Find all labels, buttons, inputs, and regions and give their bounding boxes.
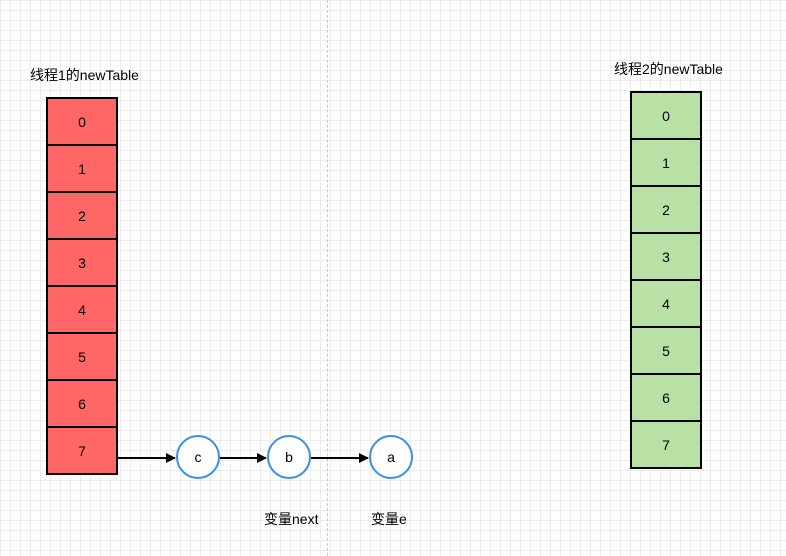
node-b: b [267,435,311,479]
table2-cell: 2 [630,185,702,234]
table1-cell: 6 [46,379,118,428]
node-c: c [176,435,220,479]
table2-cell: 6 [630,373,702,422]
table1-cell: 1 [46,144,118,193]
table2-cell: 4 [630,279,702,328]
table1-cell: 0 [46,97,118,146]
table1-cell: 3 [46,238,118,287]
table2-cell: 7 [630,420,702,469]
table1-cell: 7 [46,426,118,475]
table1-cell: 2 [46,191,118,240]
center-divider [327,0,328,556]
thread2-newtable: 0 1 2 3 4 5 6 7 [630,91,702,469]
table2-cell: 3 [630,232,702,281]
table1-title: 线程1的newTable [30,67,139,83]
variable-e-label: 变量e [371,511,407,527]
variable-next-label: 变量next [264,511,319,527]
table2-title: 线程2的newTable [614,61,723,77]
thread1-newtable: 0 1 2 3 4 5 6 7 [46,97,118,475]
node-a: a [369,435,413,479]
table1-cell: 5 [46,332,118,381]
